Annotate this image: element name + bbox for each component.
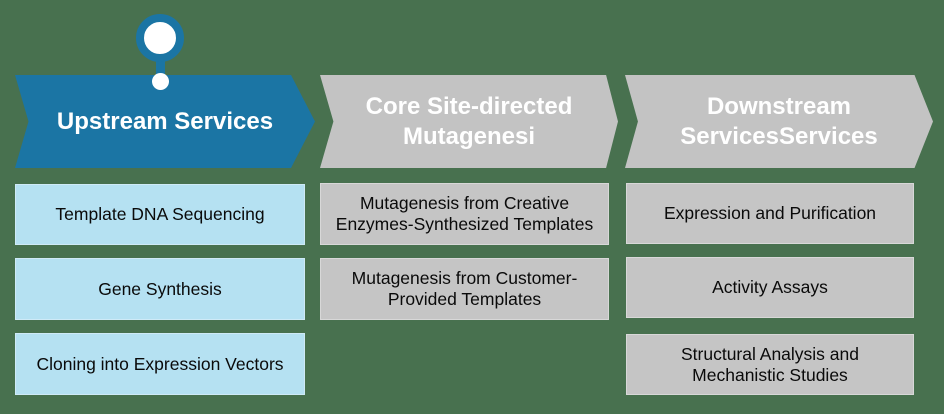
pin-anchor-dot bbox=[152, 73, 169, 90]
pin-circle bbox=[136, 14, 184, 62]
service-box-expression-purification: Expression and Purification bbox=[626, 183, 914, 244]
service-label: Mutagenesis from Creative Enzymes-Synthe… bbox=[335, 193, 594, 234]
stage-title-downstream: Downstream ServicesServices bbox=[680, 92, 878, 150]
service-label: Gene Synthesis bbox=[98, 278, 222, 299]
stage-title-upstream: Upstream Services bbox=[56, 107, 274, 135]
pin-stem bbox=[156, 58, 165, 78]
service-box-template-dna-sequencing: Template DNA Sequencing bbox=[15, 184, 305, 245]
service-box-activity-assays: Activity Assays bbox=[626, 257, 914, 318]
service-label: Activity Assays bbox=[712, 277, 828, 297]
stage-arrow-core-mutagenesis: Core Site-directed Mutagenesi bbox=[320, 75, 618, 168]
service-box-mutagenesis-synthesized-templates: Mutagenesis from Creative Enzymes-Synthe… bbox=[320, 183, 609, 245]
stage-arrow-downstream: Downstream ServicesServices bbox=[625, 75, 933, 168]
service-box-cloning-expression-vectors: Cloning into Expression Vectors bbox=[15, 333, 305, 395]
service-label: Structural Analysis and Mechanistic Stud… bbox=[680, 343, 859, 385]
service-box-structural-analysis: Structural Analysis and Mechanistic Stud… bbox=[626, 334, 914, 395]
stage-arrow-upstream: Upstream Services bbox=[15, 75, 315, 168]
service-label: Expression and Purification bbox=[663, 203, 877, 223]
service-label: Template DNA Sequencing bbox=[55, 204, 265, 224]
service-box-gene-synthesis: Gene Synthesis bbox=[15, 258, 305, 320]
stage-title-core-mutagenesis: Core Site-directed Mutagenesi bbox=[365, 92, 573, 150]
service-label: Mutagenesis from Customer-Provided Templ… bbox=[351, 268, 578, 309]
service-box-mutagenesis-customer-templates: Mutagenesis from Customer-Provided Templ… bbox=[320, 258, 609, 320]
service-label: Cloning into Expression Vectors bbox=[36, 353, 284, 374]
